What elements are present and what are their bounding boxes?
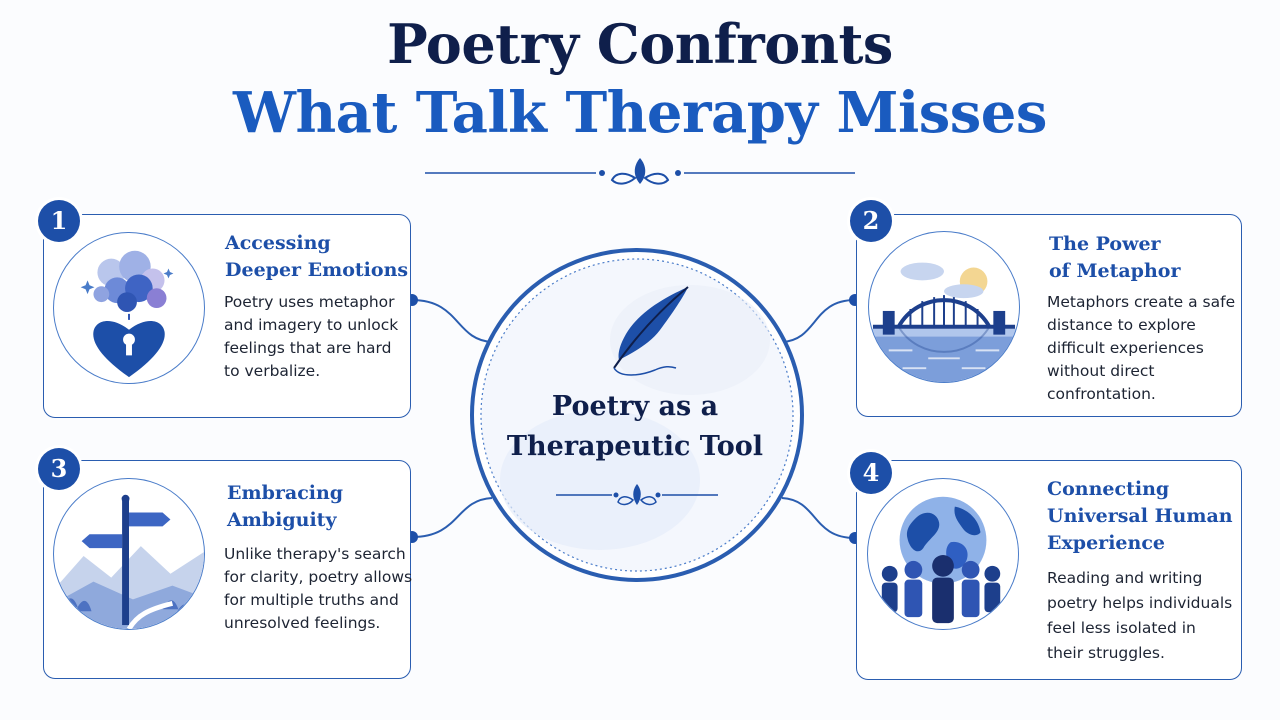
card-2-title-line-1: The Power bbox=[1049, 233, 1161, 255]
card-3-body-line-4: unresolved feelings. bbox=[224, 614, 381, 632]
card-2-body-line-1: Metaphors create a safe bbox=[1047, 293, 1236, 311]
card-2-body-line-4: without direct bbox=[1047, 362, 1155, 380]
title-line-1: Poetry Confronts bbox=[387, 12, 893, 76]
card-2-body-line-3: difficult experiences bbox=[1047, 339, 1204, 357]
center-circle bbox=[470, 248, 804, 582]
card-2-body-line-5: confrontation. bbox=[1047, 385, 1156, 403]
card-4-body-line-2: poetry helps individuals bbox=[1047, 594, 1233, 612]
card-1-body-line-1: Poetry uses metaphor bbox=[224, 293, 395, 311]
card-1-title-line-2: Deeper Emotions bbox=[225, 259, 409, 281]
connector-lines bbox=[411, 299, 856, 539]
card-1-title-line-1: Accessing bbox=[225, 232, 331, 254]
center-divider-ornament bbox=[556, 484, 718, 506]
center-title-line-1: Poetry as a bbox=[551, 391, 719, 422]
step-badge-3: 3 bbox=[38, 448, 80, 490]
card-3-title-line-1: Embracing bbox=[227, 482, 344, 504]
step-badge-1: 1 bbox=[38, 200, 80, 242]
feather-quill-icon bbox=[613, 286, 689, 376]
bridge-icon bbox=[868, 231, 1020, 383]
card-3-body-line-2: for clarity, poetry allows bbox=[224, 568, 413, 586]
center-title-line-2: Therapeutic Tool bbox=[506, 431, 764, 462]
card-3-body-line-3: for multiple truths and bbox=[224, 591, 399, 609]
card-4-title-line-1: Connecting bbox=[1047, 478, 1170, 500]
step-badge-2: 2 bbox=[850, 200, 892, 242]
card-1-body-line-3: feelings that are hard bbox=[224, 339, 392, 357]
card-1-body-line-2: and imagery to unlock bbox=[224, 316, 399, 334]
card-2-body-line-2: distance to explore bbox=[1047, 316, 1196, 334]
card-4-title-line-2: Universal Human bbox=[1047, 505, 1233, 527]
card-3-body-line-1: Unlike therapy's search bbox=[224, 545, 406, 563]
heart-lock-icon bbox=[53, 232, 205, 384]
card-4-title-line-3: Experience bbox=[1047, 532, 1165, 554]
card-4-body-line-3: feel less isolated in bbox=[1047, 619, 1196, 637]
card-2-title-line-2: of Metaphor bbox=[1049, 260, 1181, 282]
card-4-body-line-1: Reading and writing bbox=[1047, 569, 1203, 587]
title-line-2: What Talk Therapy Misses bbox=[233, 80, 1047, 146]
signpost-icon bbox=[53, 478, 205, 630]
card-3-title-line-2: Ambiguity bbox=[227, 509, 337, 531]
title-divider-ornament bbox=[425, 158, 855, 185]
card-1-body-line-4: to verbalize. bbox=[224, 362, 321, 380]
card-4-body-line-4: their struggles. bbox=[1047, 644, 1165, 662]
step-badge-4: 4 bbox=[850, 452, 892, 494]
globe-people-icon bbox=[867, 478, 1019, 630]
